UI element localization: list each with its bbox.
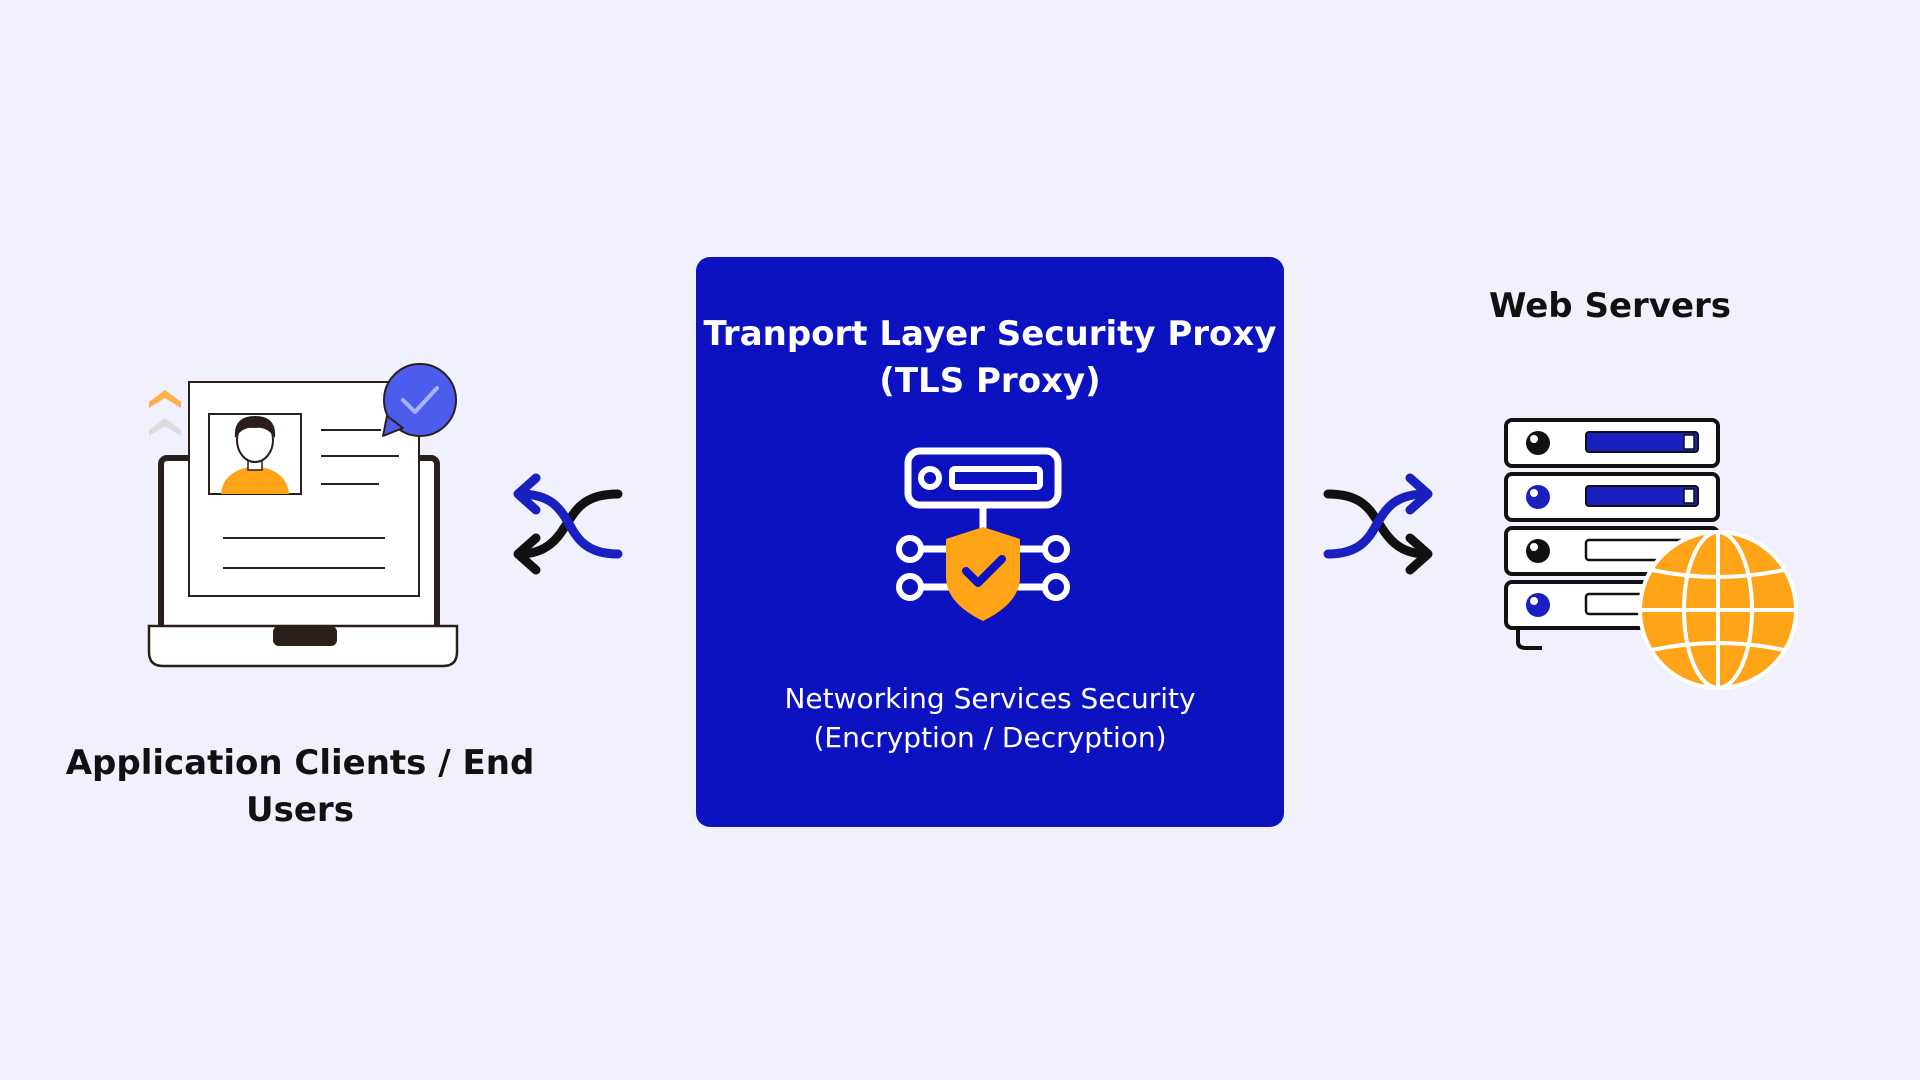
laptop-profile-icon	[147, 363, 459, 668]
proxy-title-line-2: (TLS Proxy)	[879, 361, 1101, 401]
shuffle-arrows-left-icon	[513, 473, 623, 575]
web-server-globe-icon	[1504, 418, 1798, 690]
server-label-line-1: Web Servers	[1488, 286, 1732, 326]
proxy-subtitle: Networking Services Security (Encryption…	[696, 679, 1284, 757]
proxy-subtitle-line-1: Networking Services Security	[784, 682, 1196, 715]
secure-server-network-icon	[896, 447, 1070, 621]
client-label-line-2: Users	[246, 790, 354, 830]
proxy-title: Tranport Layer Security Proxy (TLS Proxy…	[696, 311, 1284, 405]
shuffle-arrows-right-icon	[1323, 473, 1433, 575]
tls-proxy-box: Tranport Layer Security Proxy (TLS Proxy…	[696, 257, 1284, 827]
server-label: Web Servers	[1440, 283, 1780, 330]
proxy-title-line-1: Tranport Layer Security Proxy	[703, 314, 1277, 354]
client-label: Application Clients / End Users	[60, 740, 540, 834]
proxy-subtitle-line-2: (Encryption / Decryption)	[813, 721, 1167, 754]
client-label-line-1: Application Clients / End	[65, 743, 535, 783]
